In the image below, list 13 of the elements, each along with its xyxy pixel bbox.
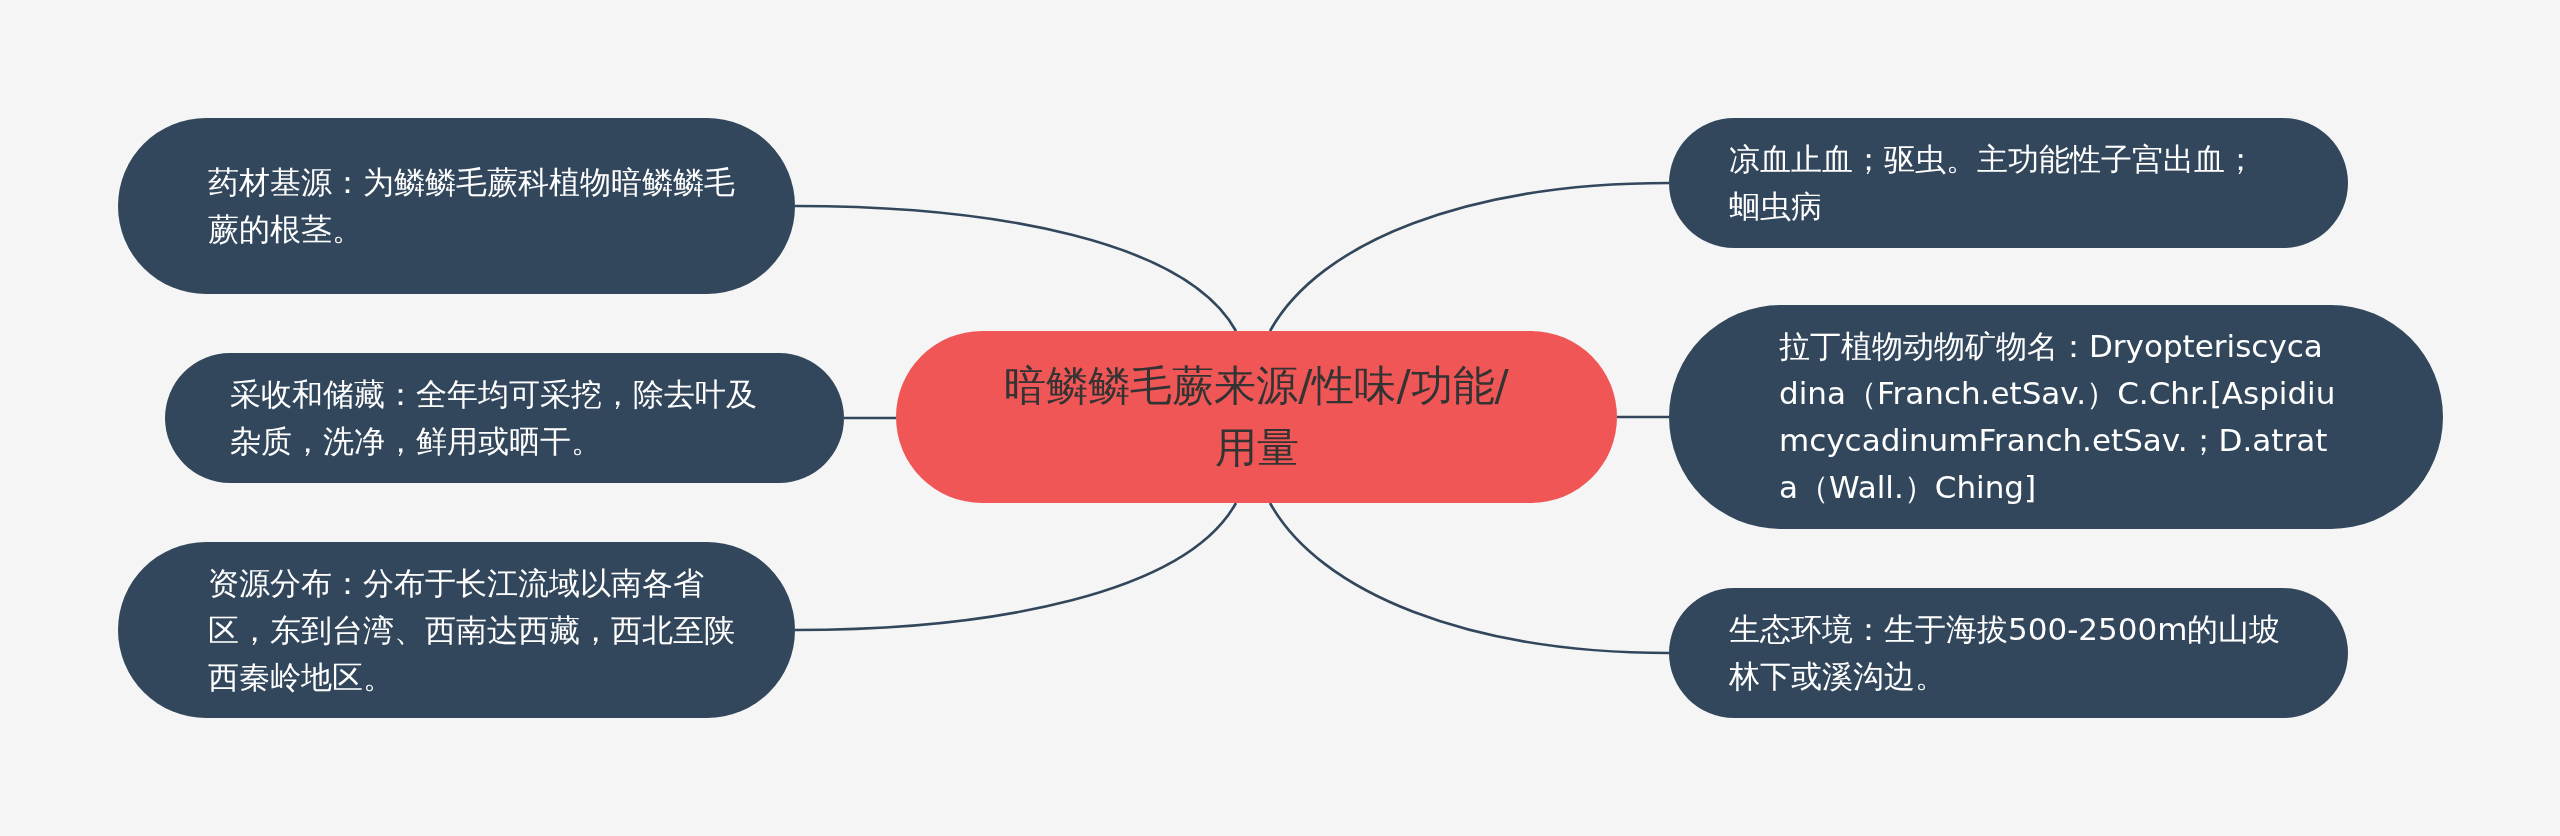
topic-text: 暗鳞鳞毛蕨来源/性味/功能/用量 (1003, 360, 1510, 474)
connector-line (794, 502, 1238, 632)
connector-line (1268, 502, 1670, 655)
connector-line (1617, 415, 1669, 419)
branch-text: 拉丁植物动物矿物名：Dryopteriscycadina（Franch.etSav.）C.Chr.[AspidiumcycadinumFranch.etSav.；D.atrata（Wall.）Ching] (1779, 327, 2337, 507)
connector-line (1268, 181, 1670, 332)
connector-line (795, 204, 1238, 332)
branch-text: 资源分布：分布于长江流域以南各省区，东到台湾、西南达西藏，西北至陕西秦岭地区。 (208, 563, 736, 697)
connector-line (844, 416, 896, 420)
branch-text: 生态环境：生于海拔500-2500m的山坡林下或溪沟边。 (1729, 610, 2282, 696)
branch-text: 药材基源：为鳞鳞毛蕨科植物暗鳞鳞毛蕨的根茎。 (208, 163, 736, 249)
branch-text: 采收和储藏：全年均可采挖，除去叶及杂质，洗净，鲜用或晒干。 (230, 375, 758, 461)
branch-text: 凉血止血；驱虫。主功能性子宫出血；蛔虫病 (1729, 140, 2257, 226)
